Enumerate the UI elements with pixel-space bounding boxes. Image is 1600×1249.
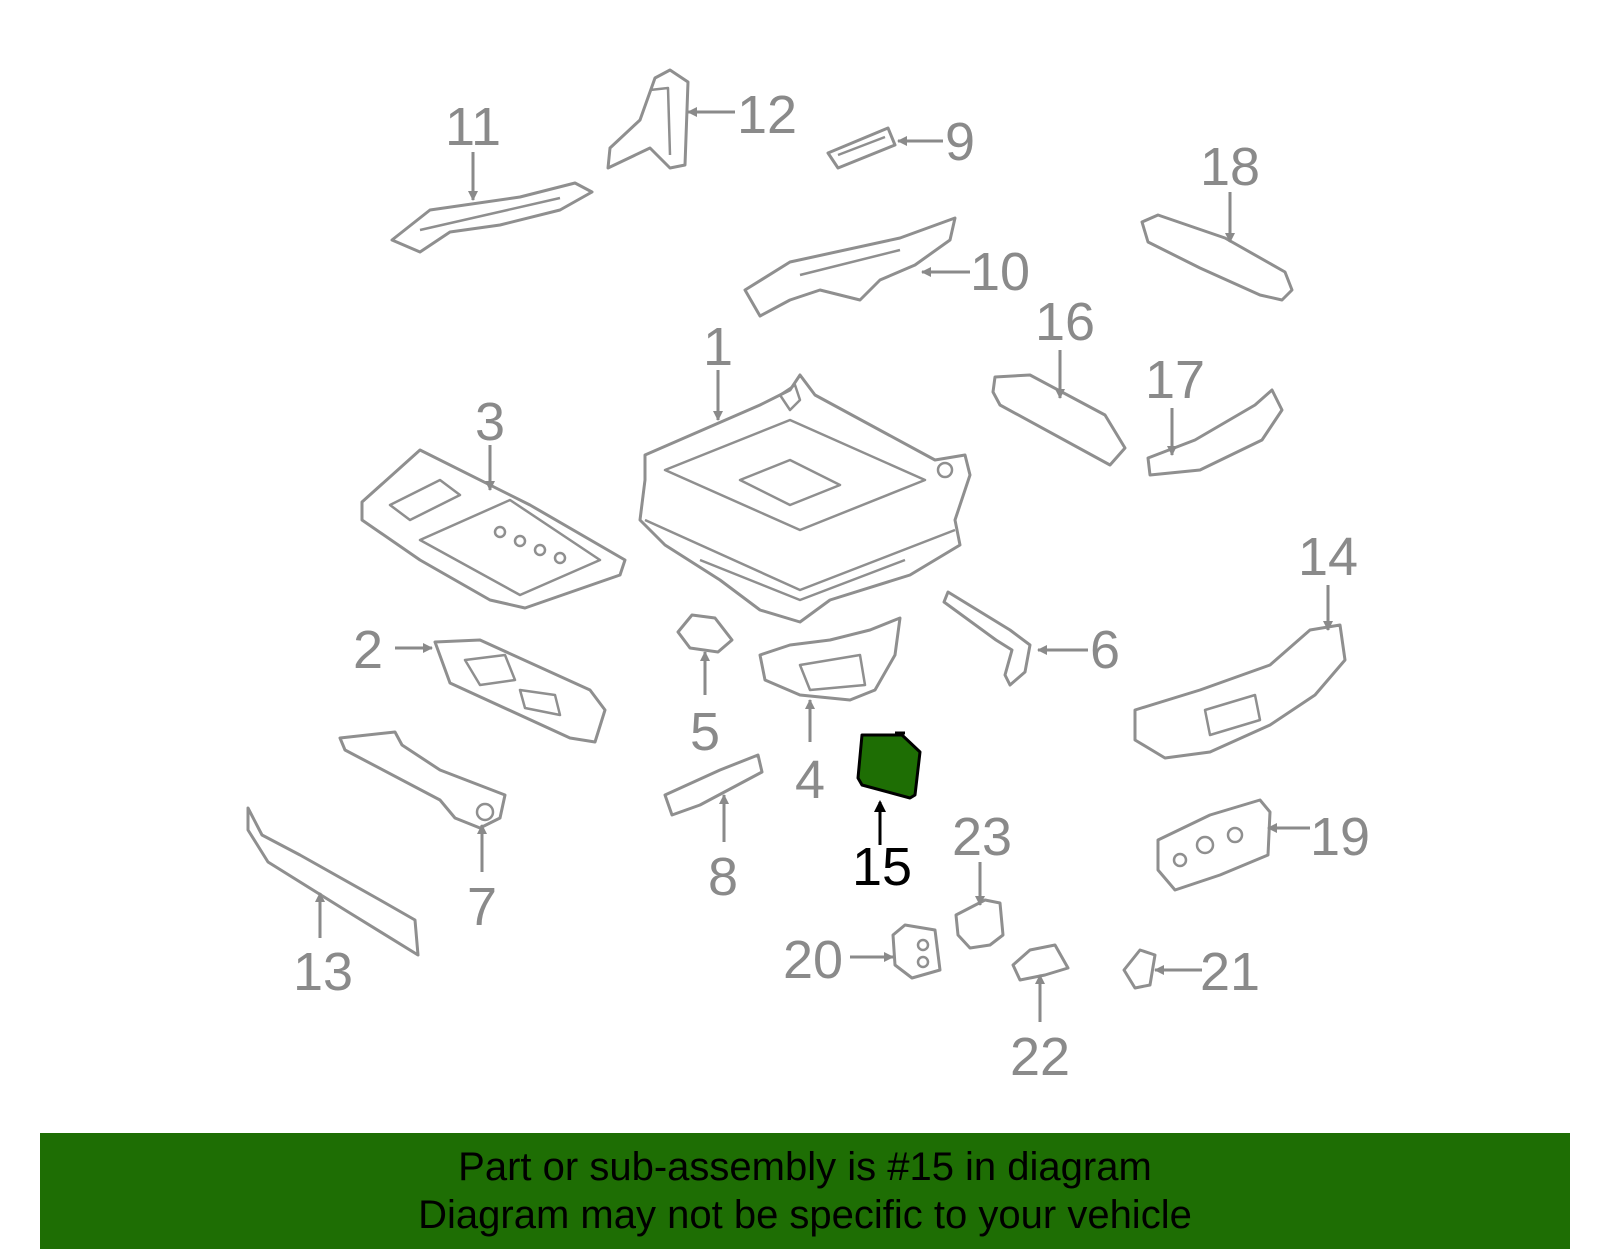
part-19-switch-bezel[interactable] (1156, 798, 1272, 892)
callout-6: 6 (1090, 620, 1120, 680)
part-21-knob[interactable] (1122, 948, 1157, 990)
part-9-clip[interactable] (826, 126, 897, 170)
part-1-seat-frame[interactable] (638, 373, 972, 624)
part-17-trim[interactable] (1146, 388, 1284, 477)
part-20-switch[interactable] (891, 923, 942, 980)
part-10-side-rail[interactable] (743, 216, 957, 318)
callout-21: 21 (1200, 942, 1260, 1002)
part-23-switch[interactable] (954, 898, 1005, 950)
part-2-trim-panel[interactable] (433, 638, 607, 744)
callout-3: 3 (475, 392, 505, 452)
part-13-side-trim[interactable] (246, 806, 420, 957)
banner-line-2: Diagram may not be specific to your vehi… (418, 1193, 1192, 1237)
part-8-rail-piece[interactable] (663, 753, 764, 817)
leader-lines (315, 107, 1333, 1022)
callout-11: 11 (445, 97, 501, 157)
part-4-bracket[interactable] (758, 616, 902, 702)
part-6-cable[interactable] (942, 590, 1032, 687)
part-7-drive-rod[interactable] (338, 730, 507, 830)
callout-2: 2 (353, 620, 383, 680)
part-11-rail[interactable] (390, 181, 594, 254)
callout-12: 12 (737, 85, 797, 145)
callout-9: 9 (945, 112, 975, 172)
callout-15-highlighted: 15 (852, 837, 912, 897)
callout-14: 14 (1298, 527, 1358, 587)
callout-8: 8 (708, 847, 738, 907)
callout-10: 10 (970, 242, 1030, 302)
part-16-trim-bar[interactable] (991, 373, 1127, 467)
banner-line-1: Part or sub-assembly is #15 in diagram (458, 1145, 1152, 1189)
callout-23: 23 (952, 807, 1012, 867)
callout-1: 1 (703, 317, 733, 377)
part-22-knob[interactable] (1011, 943, 1070, 982)
callout-5: 5 (690, 702, 720, 762)
callout-7: 7 (467, 877, 497, 937)
callout-22: 22 (1010, 1027, 1070, 1087)
part-3-seat-base-tray[interactable] (360, 448, 627, 610)
callout-labels: 1 2 3 4 5 6 7 8 9 10 11 12 13 14 15 16 1… (293, 85, 1370, 1087)
part-12-upright-bracket[interactable] (606, 68, 690, 170)
callout-17: 17 (1145, 350, 1205, 410)
part-18-rail[interactable] (1140, 213, 1294, 302)
part-5-cap[interactable] (676, 613, 734, 654)
callout-19: 19 (1310, 807, 1370, 867)
part-14-side-shield[interactable] (1133, 623, 1347, 760)
callout-13: 13 (293, 942, 353, 1002)
part-15-highlighted-cover[interactable] (856, 731, 922, 800)
callout-4: 4 (795, 750, 825, 810)
callout-16: 16 (1035, 292, 1095, 352)
info-banner: Part or sub-assembly is #15 in diagram D… (40, 1133, 1570, 1249)
callout-20: 20 (783, 930, 843, 990)
callout-18: 18 (1200, 137, 1260, 197)
